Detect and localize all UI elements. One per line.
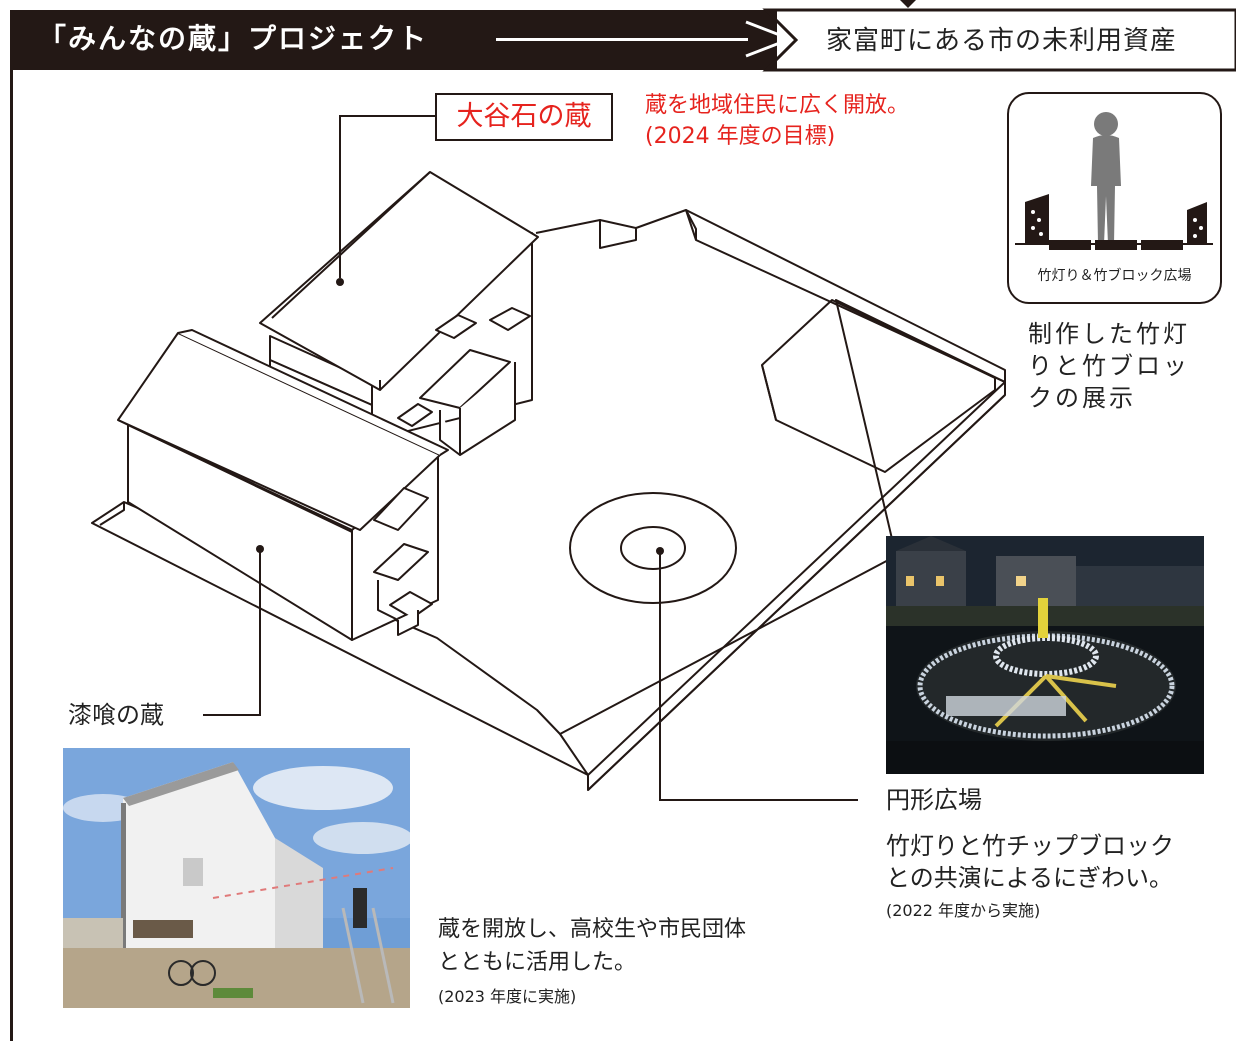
header-arrow-box — [745, 0, 1236, 72]
person-bamboo-icon — [1015, 112, 1213, 250]
shikkui-desc-note: (2023 年度に実施) — [438, 987, 577, 1006]
storehouse-day-photo-image — [63, 748, 410, 1008]
storehouse-day-photo — [63, 748, 410, 1008]
bamboo-icon-caption: 竹灯り＆竹ブロック広場 — [1037, 268, 1192, 284]
shikkui-desc-line1: 蔵を開放し、高校生や市民団体 — [438, 917, 747, 942]
plaza-leader — [659, 551, 858, 801]
circular-plaza-inner — [620, 526, 686, 570]
lot-wall — [535, 209, 1006, 383]
header-subtitle: 家富町にある市の未利用資産 — [826, 26, 1178, 56]
header-rule — [496, 38, 748, 41]
ooya-goal-line2: (2024 年度の目標) — [645, 124, 836, 149]
shikkui-leader — [203, 549, 261, 716]
plaza-desc-line2: との共演によるにぎわい。 — [886, 864, 1174, 892]
shikkui-storehouse-label: 漆喰の蔵 — [68, 701, 164, 729]
circular-plaza-outer — [569, 492, 737, 604]
bamboo-desc-line3: クの展示 — [1028, 384, 1136, 412]
ooya-storehouse-label: 大谷石の蔵 — [435, 93, 613, 141]
ooya-leader — [339, 115, 435, 278]
page-title: 「みんなの蔵」プロジェクト — [38, 22, 429, 55]
plaza-night-photo-image — [886, 536, 1204, 774]
bamboo-desc-line2: りと竹ブロッ — [1028, 352, 1190, 380]
bamboo-desc-line1: 制作した竹灯 — [1028, 320, 1190, 348]
shikkui-storehouse-drawing — [117, 329, 449, 641]
plaza-desc-line1: 竹灯りと竹チップブロック — [886, 832, 1174, 860]
bamboo-plaza-icon-card: 竹灯り＆竹ブロック広場 — [1007, 92, 1222, 304]
plaza-night-photo — [886, 536, 1204, 774]
shikkui-desc-line2: とともに活用した。 — [438, 950, 637, 975]
plaza-desc-note: (2022 年度から実施) — [886, 901, 1041, 920]
plaza-label: 円形広場 — [886, 786, 982, 814]
ooya-goal-line1: 蔵を地域住民に広く開放。 — [645, 93, 910, 118]
frame-border — [10, 70, 13, 1041]
